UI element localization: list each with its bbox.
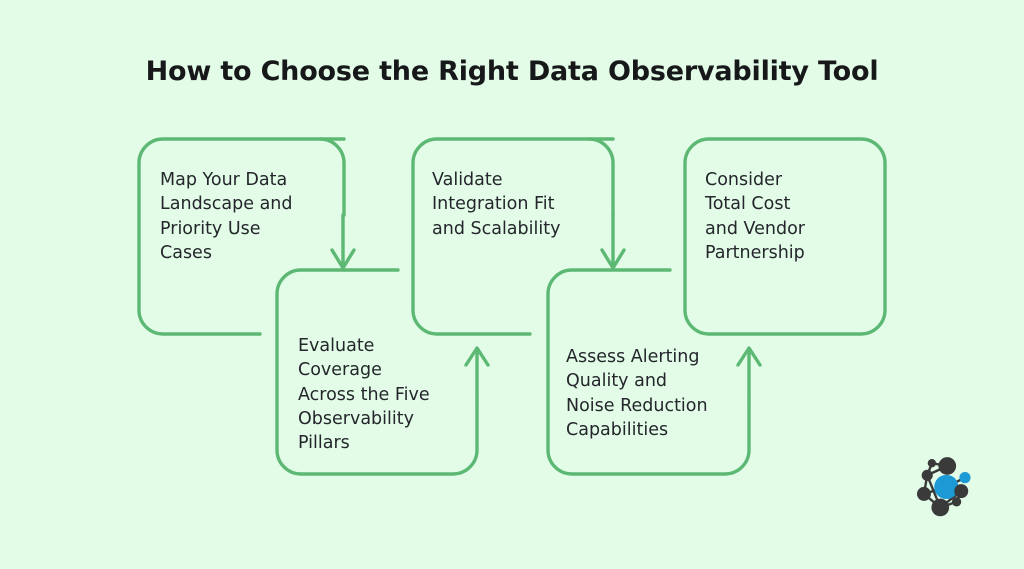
connector-arrow-1-to-2-head <box>330 248 356 270</box>
step-box-3-right-edge <box>587 137 615 217</box>
step-label-4: Assess Alerting Quality and Noise Reduct… <box>566 347 708 440</box>
logo-node <box>954 484 969 499</box>
step-box-5 <box>683 137 887 336</box>
logo-node <box>951 497 962 507</box>
step-box-2 <box>275 268 479 476</box>
page-title: How to Choose the Right Data Observabili… <box>145 56 879 87</box>
step-label-5: Consider Total Cost and Vendor Partnersh… <box>705 170 805 263</box>
logo-node <box>921 469 933 481</box>
step-label-2: Evaluate Coverage Across the Five Observ… <box>298 336 430 454</box>
logo-node <box>959 472 971 484</box>
step-box-4 <box>546 268 751 476</box>
network-graph-logo <box>916 457 971 517</box>
connector-arrow-2-to-3-head <box>464 346 490 367</box>
step-label-3: Validate Integration Fit and Scalability <box>432 170 561 239</box>
step-box-1 <box>137 137 346 336</box>
logo-node <box>934 474 959 500</box>
step-box-3 <box>411 137 615 336</box>
step-label-1: Map Your Data Landscape and Priority Use… <box>160 170 293 263</box>
step-box-1-right-edge <box>318 137 346 217</box>
logo-node <box>916 486 931 501</box>
logo-node <box>931 498 950 517</box>
logo-nodes <box>916 457 971 517</box>
connector-arrow-4-to-5-head <box>736 346 762 367</box>
logo-node <box>938 457 957 475</box>
logo-node <box>927 458 937 468</box>
connector-arrow-3-to-4-head <box>600 248 626 270</box>
